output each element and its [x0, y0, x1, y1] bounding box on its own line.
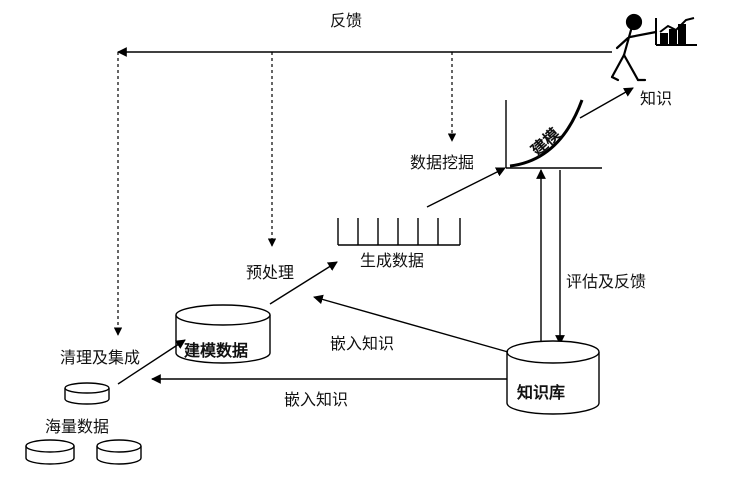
embed-knowledge-lower-label: 嵌入知识 — [284, 390, 348, 409]
embed-knowledge-upper-label: 嵌入知识 — [330, 334, 394, 353]
modeling-curve — [509, 99, 584, 168]
clean-integrate-label: 清理及集成 — [60, 348, 140, 367]
modeling-data-label: 建模数据 — [184, 341, 248, 360]
modeling-curve-label: 建模 — [527, 124, 564, 160]
data-mining-label: 数据挖掘 — [410, 153, 474, 172]
massive-data-cylinder-top — [64, 382, 110, 405]
knowledge-label: 知识 — [640, 89, 672, 108]
massive-data-cylinder-right — [96, 439, 142, 465]
evaluation-feedback-label: 评估及反馈 — [566, 272, 646, 291]
massive-data-label: 海量数据 — [45, 417, 109, 436]
arrow-modeling-data-to-generated — [269, 261, 338, 305]
knowledge-base-cylinder — [506, 340, 600, 415]
modeling-data-cylinder — [175, 304, 271, 364]
knowledge-base-label: 知识库 — [517, 383, 565, 402]
arrow-generated-to-modeling — [426, 167, 506, 208]
massive-data-cylinder-left — [25, 439, 75, 465]
arrow-modeling-to-knowledge — [579, 87, 634, 119]
preprocessing-label: 预处理 — [246, 263, 294, 282]
arrow-kb-to-generated — [313, 294, 509, 353]
chart-board-icon — [655, 17, 697, 46]
person-presenting-icon — [610, 13, 658, 82]
feedback-label: 反馈 — [330, 11, 362, 30]
generated-data-label: 生成数据 — [360, 251, 424, 270]
generated-data-block — [337, 218, 461, 246]
arrow-massive-to-modeling — [117, 339, 186, 385]
